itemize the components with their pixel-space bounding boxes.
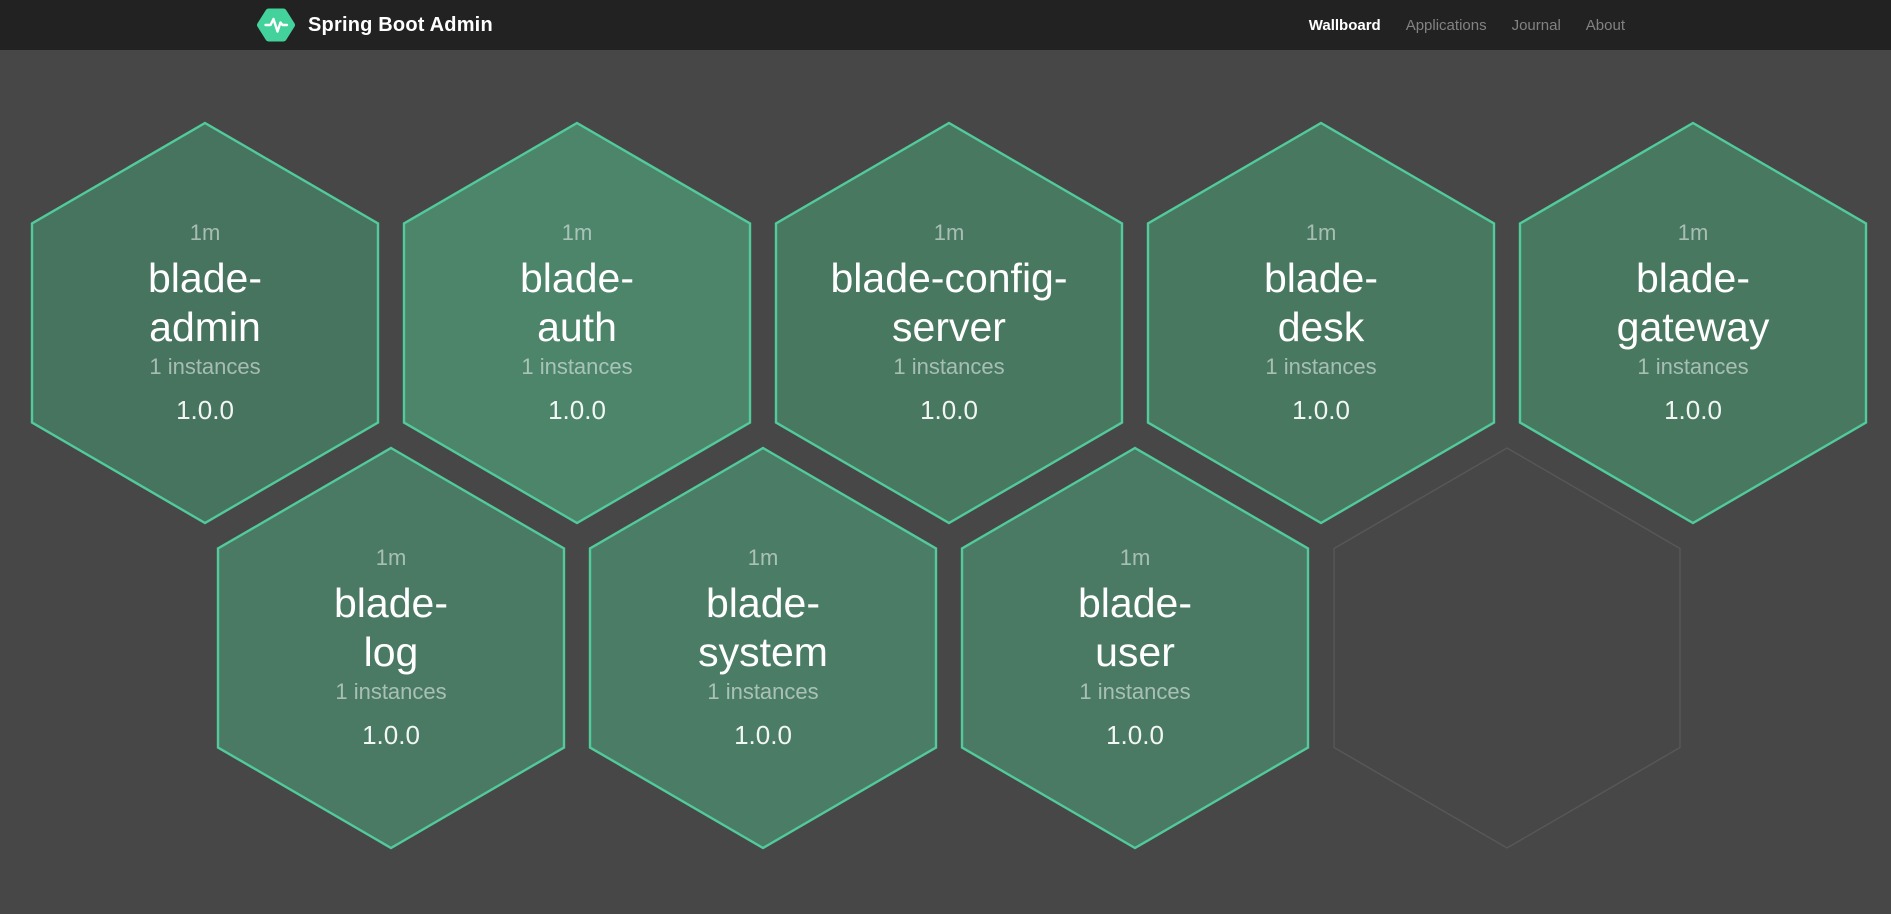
top-navbar: Spring Boot Admin Wallboard Applications J…: [0, 0, 1891, 50]
poll-interval-label: 1m: [1305, 220, 1337, 246]
hexagon-shape: [774, 121, 1124, 525]
poll-interval-label: 1m: [375, 545, 407, 571]
application-version: 1.0.0: [176, 394, 234, 425]
application-hexagon-blade-gateway[interactable]: 1m blade- gateway 1 instances 1.0.0: [1518, 121, 1868, 525]
application-name: blade- admin: [148, 255, 262, 350]
application-version: 1.0.0: [1106, 719, 1164, 750]
empty-hexagon-placeholder: [1332, 446, 1682, 850]
poll-interval-label: 1m: [747, 545, 779, 571]
hexagon-shape: [216, 446, 566, 850]
instances-count-label: 1 instances: [893, 353, 1005, 379]
poll-interval-label: 1m: [189, 220, 221, 246]
brand-home-link[interactable]: Spring Boot Admin: [256, 7, 493, 43]
application-name: blade- auth: [520, 255, 634, 350]
application-hexagon-blade-config-server[interactable]: 1m blade-config- server 1 instances 1.0.…: [774, 121, 1124, 525]
poll-interval-label: 1m: [933, 220, 965, 246]
application-name: blade- desk: [1264, 255, 1378, 350]
hexagon-shape: [402, 121, 752, 525]
application-name: blade- gateway: [1616, 255, 1770, 350]
instances-count-label: 1 instances: [1637, 353, 1749, 379]
hexagon-shape: [960, 446, 1310, 850]
brand-title: Spring Boot Admin: [308, 13, 493, 36]
hexagon-shape: [1518, 121, 1868, 525]
hexagon-shape: [30, 121, 380, 525]
application-hexagon-blade-system[interactable]: 1m blade- system 1 instances 1.0.0: [588, 446, 938, 850]
nav-item-applications[interactable]: Applications: [1405, 16, 1487, 34]
hexagon-shape: [588, 446, 938, 850]
application-hexagon-blade-log[interactable]: 1m blade- log 1 instances 1.0.0: [216, 446, 566, 850]
hexagon-shape: [1146, 121, 1496, 525]
instances-count-label: 1 instances: [1079, 678, 1191, 704]
poll-interval-label: 1m: [1677, 220, 1709, 246]
wallboard: 1m blade- admin 1 instances 1.0.0 1m bla…: [0, 50, 1891, 914]
application-version: 1.0.0: [920, 394, 978, 425]
poll-interval-label: 1m: [561, 220, 593, 246]
instances-count-label: 1 instances: [1265, 353, 1377, 379]
nav-item-about[interactable]: About: [1585, 16, 1625, 34]
instances-count-label: 1 instances: [149, 353, 261, 379]
application-hexagon-blade-admin[interactable]: 1m blade- admin 1 instances 1.0.0: [30, 121, 380, 525]
application-version: 1.0.0: [362, 719, 420, 750]
application-name: blade- user: [1078, 580, 1192, 675]
spring-boot-admin-logo-icon: [256, 7, 296, 43]
instances-count-label: 1 instances: [521, 353, 633, 379]
instances-count-label: 1 instances: [335, 678, 447, 704]
nav-item-journal[interactable]: Journal: [1511, 16, 1561, 34]
application-name: blade-config- server: [830, 255, 1068, 350]
application-hexagon-blade-auth[interactable]: 1m blade- auth 1 instances 1.0.0: [402, 121, 752, 525]
application-name: blade- system: [698, 580, 828, 675]
application-version: 1.0.0: [1664, 394, 1722, 425]
application-hexagon-blade-desk[interactable]: 1m blade- desk 1 instances 1.0.0: [1146, 121, 1496, 525]
application-version: 1.0.0: [734, 719, 792, 750]
application-hexagon-blade-user[interactable]: 1m blade- user 1 instances 1.0.0: [960, 446, 1310, 850]
application-version: 1.0.0: [1292, 394, 1350, 425]
nav-item-wallboard[interactable]: Wallboard: [1308, 16, 1381, 34]
application-version: 1.0.0: [548, 394, 606, 425]
application-name: blade- log: [334, 580, 448, 675]
hexagon-shape: [1333, 447, 1681, 849]
instances-count-label: 1 instances: [707, 678, 819, 704]
poll-interval-label: 1m: [1119, 545, 1151, 571]
main-nav: Wallboard Applications Journal About: [1309, 17, 1625, 34]
